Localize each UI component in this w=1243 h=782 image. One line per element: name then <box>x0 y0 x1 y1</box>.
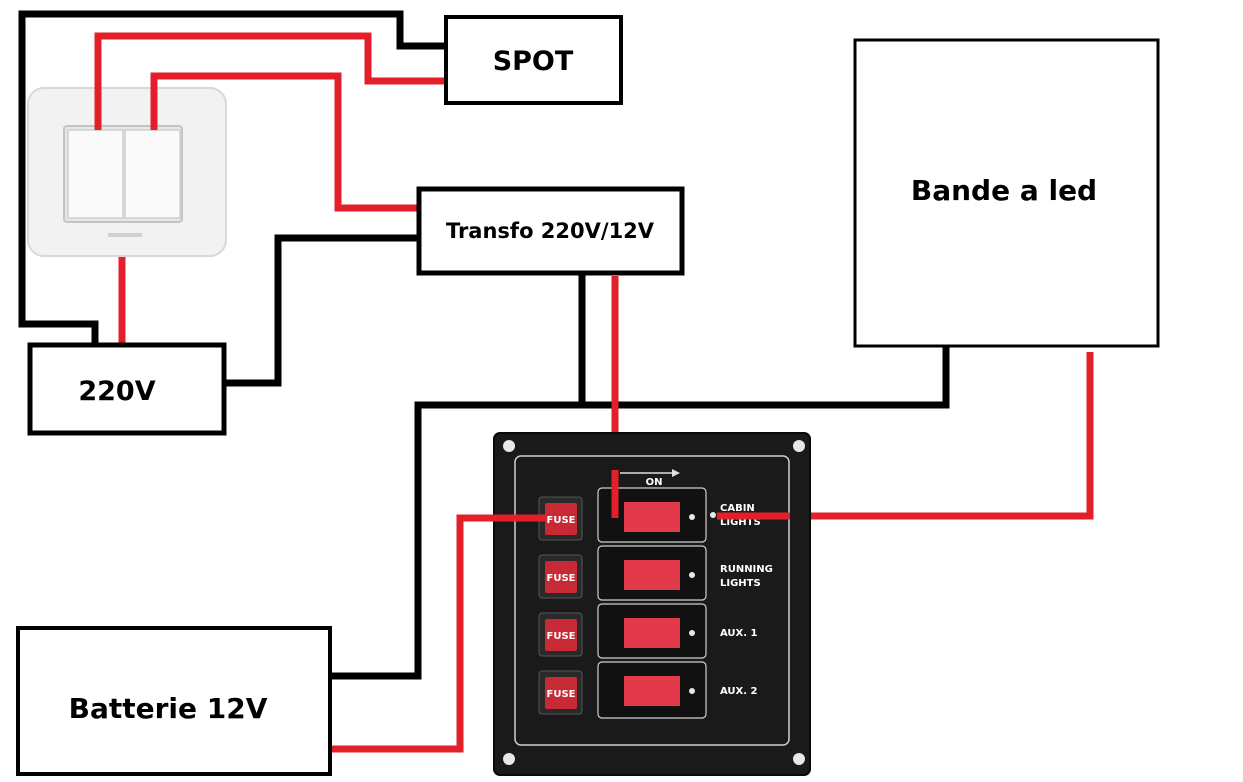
fuse-4-label: FUSE <box>547 689 576 700</box>
channel-3-line1: AUX. 1 <box>720 628 758 639</box>
black-wires <box>18 10 950 680</box>
terminal-cabin <box>710 512 716 518</box>
battery-label: Batterie 12V <box>69 692 268 725</box>
fuse-3 <box>545 619 577 651</box>
screw-icon <box>793 753 805 765</box>
spot-label: SPOT <box>493 46 574 77</box>
screw-icon <box>503 753 515 765</box>
battery-box: Batterie 12V <box>16 626 332 776</box>
on-label: ON <box>646 477 663 488</box>
bande-led-box: Bande a led <box>853 38 1160 348</box>
screw-icon <box>503 440 515 452</box>
mains-220v-box: 220V <box>27 342 227 436</box>
fuse-2-label: FUSE <box>547 573 576 584</box>
rocker-switch-3 <box>624 618 680 648</box>
screw-icon <box>793 440 805 452</box>
switch-panel: ON FUSE CABIN LIGHTS FUSE RUNNING LIGHTS… <box>493 432 811 776</box>
switch-rocker-right <box>124 129 181 219</box>
bande-led-label: Bande a led <box>911 174 1097 207</box>
transfo-box: Transfo 220V/12V <box>416 186 685 276</box>
rocker-switch-1 <box>624 502 680 532</box>
fuse-1-label: FUSE <box>547 515 576 526</box>
transfo-label: Transfo 220V/12V <box>446 219 655 243</box>
fuse-2 <box>545 561 577 593</box>
switch-rocker-left <box>67 129 124 219</box>
spot-box: SPOT <box>444 15 623 105</box>
channel-4-line1: AUX. 2 <box>720 686 758 697</box>
channel-1-line2: LIGHTS <box>720 517 761 528</box>
fuse-1 <box>545 503 577 535</box>
rocker-switch-4 <box>624 676 680 706</box>
fuse-4 <box>545 677 577 709</box>
rocker-switch-2 <box>624 560 680 590</box>
double-wall-switch <box>27 87 227 257</box>
channel-2-line1: RUNNING <box>720 564 773 575</box>
mains-220v-label: 220V <box>78 376 155 407</box>
channel-2-line2: LIGHTS <box>720 578 761 589</box>
channel-1-line1: CABIN <box>720 503 755 514</box>
fuse-3-label: FUSE <box>547 631 576 642</box>
